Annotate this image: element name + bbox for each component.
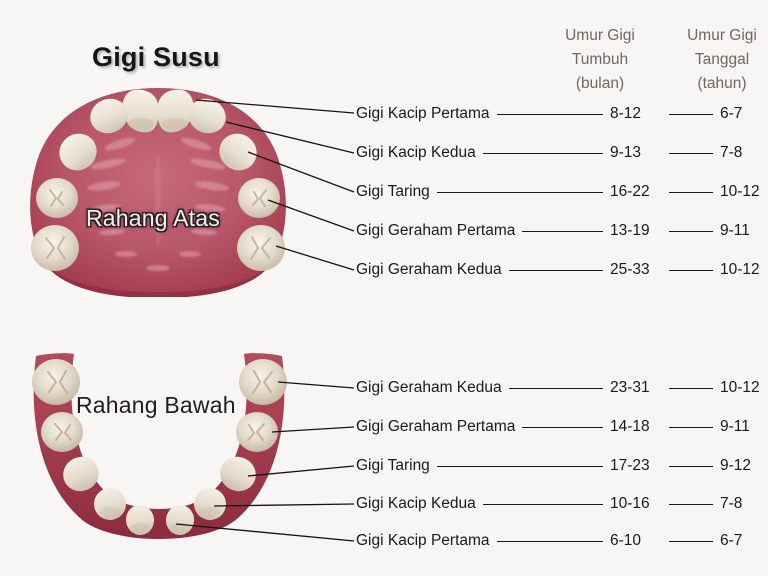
eruption-age: 17-23 <box>610 457 650 474</box>
table-column-headers: Umur Gigi Tumbuh (bulan) Umur Gigi Tangg… <box>356 18 768 96</box>
eruption-age: 25-33 <box>610 261 650 278</box>
tooth-name: Gigi Taring <box>356 183 430 200</box>
shedding-age: 9-12 <box>720 457 752 474</box>
shedding-age: 10-12 <box>720 183 760 200</box>
tooth-name: Gigi Kacip Kedua <box>356 495 476 512</box>
table-row: Gigi Geraham Pertama 13-19 9-11 <box>356 220 768 242</box>
eruption-age: 14-18 <box>610 418 650 435</box>
leader-rule <box>522 426 603 428</box>
leader-rule <box>482 503 603 505</box>
tooth-name: Gigi Geraham Kedua <box>356 261 502 278</box>
column-header-eruption: Umur Gigi Tumbuh (bulan) <box>540 24 660 96</box>
lower-jaw-label: Rahang Bawah <box>76 392 236 418</box>
table-row: Gigi Taring 16-22 10-12 <box>356 181 768 203</box>
tooth-name: Gigi Geraham Pertama <box>356 418 516 435</box>
shedding-age: 10-12 <box>720 379 760 396</box>
leader-rule <box>669 465 713 467</box>
table-row: Gigi Kacip Pertama 8-12 6-7 <box>356 103 768 125</box>
tooth-name: Gigi Geraham Pertama <box>356 222 516 239</box>
tooth-name: Gigi Kacip Pertama <box>356 105 490 122</box>
leader-rule <box>669 230 713 232</box>
column-header-shedding-line3: (tahun) <box>697 75 747 92</box>
shedding-age: 9-11 <box>720 222 750 239</box>
column-header-shedding: Umur Gigi Tanggal (tahun) <box>662 24 768 96</box>
leader-rule <box>669 503 713 505</box>
page-title: Gigi Susu <box>92 42 220 72</box>
eruption-table: Umur Gigi Tumbuh (bulan) Umur Gigi Tangg… <box>356 18 768 562</box>
tooth-name: Gigi Kacip Pertama <box>356 532 490 549</box>
leader-rule <box>669 113 713 115</box>
eruption-age: 9-13 <box>610 144 642 161</box>
table-row: Gigi Kacip Kedua 9-13 7-8 <box>356 142 768 164</box>
leader-rule <box>669 540 713 542</box>
leader-rule <box>669 426 713 428</box>
tooth-name: Gigi Taring <box>356 457 430 474</box>
column-header-eruption-line1: Umur Gigi <box>565 27 635 44</box>
eruption-age: 13-19 <box>610 222 650 239</box>
leader-rule <box>669 152 713 154</box>
leader-rule <box>496 113 603 115</box>
column-header-shedding-line2: Tanggal <box>694 51 750 68</box>
leader-rule <box>669 191 713 193</box>
shedding-age: 6-7 <box>720 105 743 122</box>
leader-rule <box>508 387 603 389</box>
shedding-age: 7-8 <box>720 144 743 161</box>
leader-rule <box>482 152 603 154</box>
leader-rule <box>669 269 713 271</box>
table-row: Gigi Geraham Kedua 25-33 10-12 <box>356 259 768 281</box>
table-row: Gigi Geraham Kedua 23-31 10-12 <box>356 377 768 399</box>
column-header-eruption-line3: (bulan) <box>575 75 625 92</box>
column-header-shedding-line1: Umur Gigi <box>687 27 757 44</box>
table-row: Gigi Kacip Pertama 6-10 6-7 <box>356 530 768 552</box>
eruption-age: 16-22 <box>610 183 650 200</box>
shedding-age: 6-7 <box>720 532 743 549</box>
leader-rule <box>436 465 603 467</box>
table-row: Gigi Geraham Pertama 14-18 9-11 <box>356 416 768 438</box>
lower-jaw-illustration <box>14 348 304 560</box>
shedding-age: 10-12 <box>720 261 760 278</box>
column-header-eruption-line2: Tumbuh <box>571 51 629 68</box>
shedding-age: 7-8 <box>720 495 743 512</box>
upper-jaw-label: Rahang Atas <box>86 205 220 231</box>
tooth-name: Gigi Kacip Kedua <box>356 144 476 161</box>
table-row: Gigi Kacip Kedua 10-16 7-8 <box>356 493 768 515</box>
leader-rule <box>669 387 713 389</box>
shedding-age: 9-11 <box>720 418 750 435</box>
eruption-age: 8-12 <box>610 105 642 122</box>
leader-rule <box>522 230 603 232</box>
tooth-name: Gigi Geraham Kedua <box>356 379 502 396</box>
leader-rule <box>436 191 603 193</box>
leader-rule <box>496 540 603 542</box>
upper-jaw-illustration <box>8 82 308 297</box>
eruption-age: 23-31 <box>610 379 650 396</box>
eruption-age: 6-10 <box>610 532 642 549</box>
table-row: Gigi Taring 17-23 9-12 <box>356 455 768 477</box>
leader-rule <box>508 269 603 271</box>
eruption-age: 10-16 <box>610 495 650 512</box>
